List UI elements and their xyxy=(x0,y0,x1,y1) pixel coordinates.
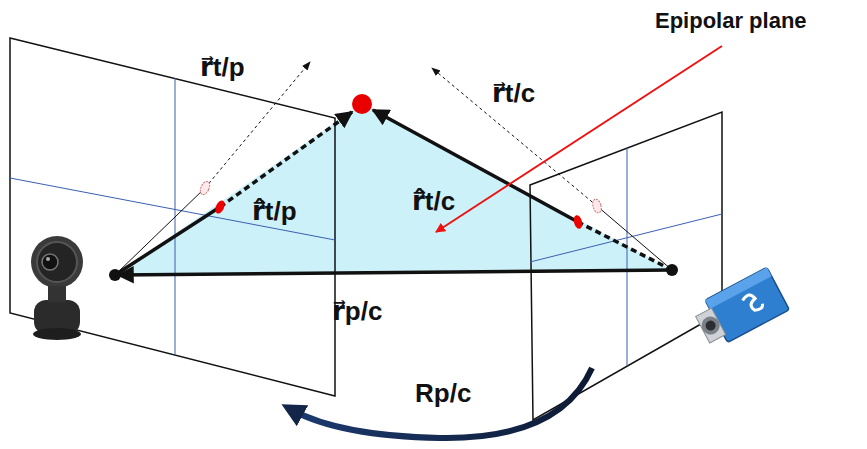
vector-label: r⃗t/c xyxy=(492,78,535,109)
camera-center xyxy=(109,269,121,281)
vector-label: r⃗̂t/c xyxy=(412,186,455,217)
vector-label: r⃗t/p xyxy=(200,52,245,83)
epipolar-plane xyxy=(115,104,672,275)
pointer-line xyxy=(436,46,722,232)
camera-center xyxy=(666,264,678,276)
vector-label: r⃗p/c xyxy=(332,296,382,327)
target-point xyxy=(352,94,372,114)
projected-point xyxy=(198,180,211,196)
grid-line xyxy=(627,148,628,366)
target-ray xyxy=(578,222,672,270)
callout-title: Epipolar plane xyxy=(655,8,807,34)
spherical-camera xyxy=(31,236,83,340)
rotation-arrow xyxy=(292,368,592,438)
image-point xyxy=(572,214,583,230)
grid-line xyxy=(530,214,722,262)
vector-label: r⃗̂t/p xyxy=(252,196,297,227)
image-point xyxy=(213,199,226,215)
ray-line xyxy=(432,68,597,206)
grid-line xyxy=(10,178,335,240)
projected-point xyxy=(591,198,602,214)
target-ray xyxy=(115,207,220,275)
machine-vision-camera xyxy=(691,267,789,350)
target-ray xyxy=(220,112,352,207)
baseline-arrow xyxy=(118,270,672,275)
image-plane xyxy=(530,112,722,420)
ray-line xyxy=(115,188,205,275)
image-plane xyxy=(10,38,335,396)
rotation-label: Rp/c xyxy=(415,378,471,409)
